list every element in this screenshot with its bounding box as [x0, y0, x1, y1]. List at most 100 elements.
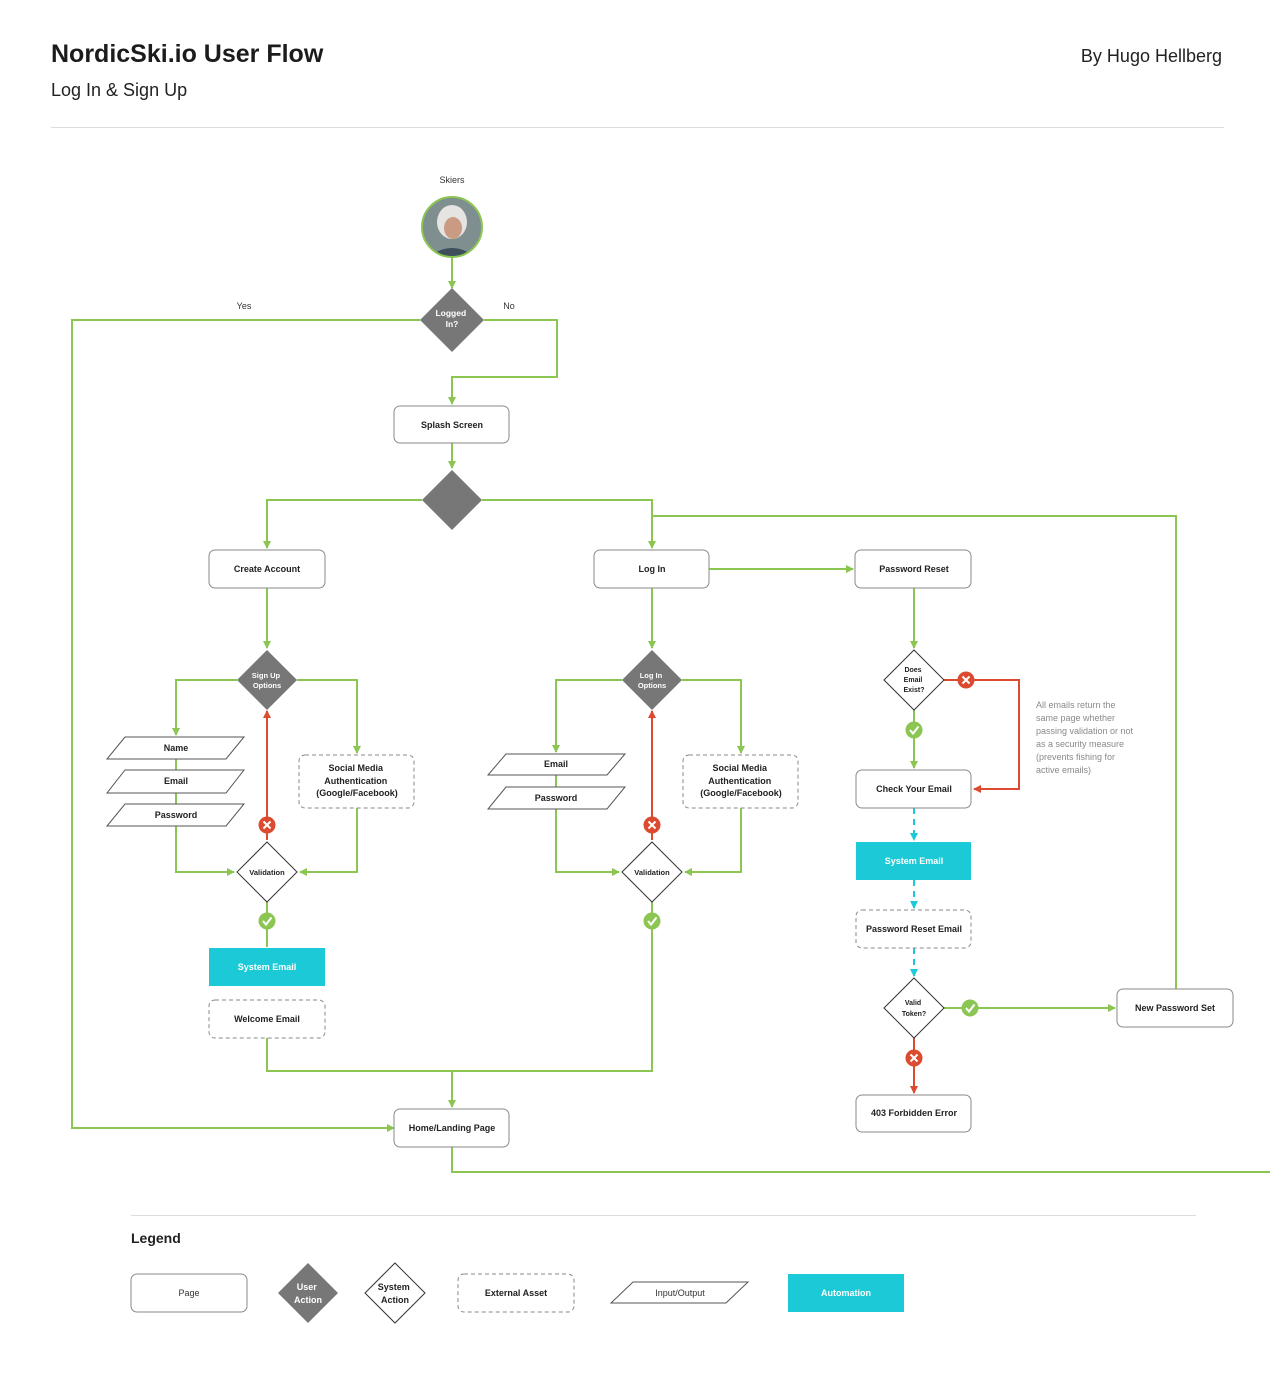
- signup-social-auth-line-2: Authentication: [324, 776, 387, 786]
- legend-user-action-swatch: [278, 1263, 338, 1323]
- log-in-options-decision: [622, 650, 682, 710]
- logged-in-line-1: Logged: [435, 308, 466, 318]
- legend-divider: [131, 1215, 1196, 1216]
- signup-system-email-node: [209, 948, 325, 986]
- password-reset-email-node[interactable]: [855, 909, 972, 949]
- page-title: NordicSki.io User Flow: [51, 40, 324, 68]
- svg-text:Log In Options: Log In Options: [638, 671, 666, 690]
- check-your-email-label: Check Your Email: [876, 784, 952, 794]
- does-email-exist-line-2: Email: [904, 677, 923, 684]
- security-note-line-1: All emails return the: [1036, 700, 1116, 710]
- actor-label: Skiers: [439, 175, 465, 185]
- header-divider: [51, 127, 1224, 128]
- signup-validation-label: Validation: [249, 868, 285, 877]
- signup-social-auth-line-1: Social Media: [328, 763, 384, 773]
- does-email-exist-decision: [883, 649, 945, 711]
- login-social-auth-line-3: (Google/Facebook): [700, 788, 782, 798]
- login-password-input-node[interactable]: [486, 786, 627, 810]
- legend-external-asset-swatch: [457, 1273, 575, 1313]
- skier-avatar: [421, 196, 483, 258]
- check-circle-icon: [643, 912, 661, 930]
- sign-up-options-line-2: Options: [253, 681, 281, 690]
- login-password-input-label: Password: [535, 793, 578, 803]
- login-social-auth-node[interactable]: [682, 754, 799, 809]
- reset-system-email-node: [856, 842, 971, 880]
- login-validation-decision: [621, 841, 683, 903]
- svg-text:User Action: User Action: [294, 1282, 322, 1305]
- home-landing-label: Home/Landing Page: [409, 1123, 496, 1133]
- legend-input-output-label: Input/Output: [655, 1288, 705, 1298]
- legend-system-action-line-2: Action: [381, 1295, 409, 1305]
- legend: Page User Action System Action External …: [130, 1262, 904, 1324]
- new-password-set-label: New Password Set: [1135, 1003, 1215, 1013]
- signup-password-input-label: Password: [155, 810, 198, 820]
- legend-input-output-swatch: [609, 1281, 750, 1304]
- name-input-node[interactable]: [105, 736, 246, 760]
- svg-text:System Action: System Action: [378, 1282, 413, 1305]
- login-email-input-label: Email: [544, 759, 568, 769]
- log-in-label: Log In: [639, 564, 666, 574]
- x-circle-icon: [643, 816, 661, 834]
- forbidden-error-label: 403 Forbidden Error: [871, 1108, 958, 1118]
- page-subtitle: Log In & Sign Up: [51, 80, 188, 100]
- valid-token-line-2: Token?: [902, 1011, 926, 1018]
- signup-validation-decision: [236, 841, 298, 903]
- check-your-email-node[interactable]: [855, 769, 972, 809]
- welcome-email-node[interactable]: [208, 999, 326, 1039]
- signup-email-input-label: Email: [164, 776, 188, 786]
- legend-page-swatch: [130, 1273, 248, 1313]
- welcome-email-label: Welcome Email: [234, 1014, 300, 1024]
- signup-email-input-node[interactable]: [105, 769, 246, 794]
- sign-up-options-line-1: Sign Up: [252, 671, 281, 680]
- legend-user-action-line-1: User: [297, 1282, 318, 1292]
- author-credit: By Hugo Hellberg: [1080, 46, 1222, 66]
- logged-in-decision: [420, 288, 484, 352]
- log-in-node[interactable]: [593, 549, 710, 589]
- flow-connectors: [71, 257, 1270, 1173]
- does-email-exist-line-1: Does: [904, 667, 921, 674]
- legend-automation-swatch: [788, 1274, 904, 1312]
- login-social-auth-line-1: Social Media: [712, 763, 768, 773]
- legend-system-action-swatch: [364, 1262, 426, 1324]
- svg-text:Logged In?: Logged In?: [435, 308, 468, 329]
- legend-title: Legend: [131, 1230, 181, 1246]
- sign-up-options-decision: [237, 650, 297, 710]
- security-note-line-6: active emails): [1036, 765, 1091, 775]
- password-reset-node[interactable]: [854, 549, 972, 589]
- signup-social-auth-node[interactable]: [298, 754, 415, 809]
- security-note-line-3: passing validation or not: [1036, 726, 1134, 736]
- check-circle-icon: [905, 721, 923, 739]
- create-account-node[interactable]: [208, 549, 326, 589]
- home-landing-node[interactable]: [393, 1108, 510, 1148]
- does-email-exist-line-3: Exist?: [903, 687, 924, 694]
- legend-external-asset-label: External Asset: [485, 1288, 547, 1298]
- yes-label: Yes: [237, 301, 252, 311]
- svg-text:Does Email Exist?: Does Email Exist?: [903, 667, 924, 694]
- name-input-label: Name: [164, 743, 189, 753]
- forbidden-error-node[interactable]: [855, 1094, 972, 1133]
- x-circle-icon: [957, 671, 975, 689]
- create-account-label: Create Account: [234, 564, 300, 574]
- login-email-input-node[interactable]: [486, 753, 627, 776]
- log-in-options-line-2: Options: [638, 681, 666, 690]
- svg-text:Sign Up Options: Sign Up Options: [252, 671, 282, 690]
- check-circle-icon: [258, 912, 276, 930]
- reset-system-email-label: System Email: [885, 856, 944, 866]
- login-validation-label: Validation: [634, 868, 670, 877]
- entry-decision: [422, 470, 482, 530]
- legend-system-action-line-1: System: [378, 1282, 410, 1292]
- x-circle-icon: [905, 1049, 923, 1067]
- svg-text:Valid Token?: Valid Token?: [902, 1000, 926, 1018]
- legend-automation-label: Automation: [821, 1288, 871, 1298]
- splash-screen-node[interactable]: [393, 405, 510, 444]
- security-note-line-4: as a security measure: [1036, 739, 1124, 749]
- logged-in-line-2: In?: [446, 319, 459, 329]
- new-password-set-node[interactable]: [1116, 988, 1234, 1028]
- password-reset-label: Password Reset: [879, 564, 949, 574]
- valid-token-decision: [883, 977, 945, 1039]
- login-social-auth-line-2: Authentication: [708, 776, 771, 786]
- security-note: All emails return the same page whether …: [1036, 700, 1136, 775]
- signup-password-input-node[interactable]: [105, 803, 246, 827]
- security-note-line-5: (prevents fishing for: [1036, 752, 1115, 762]
